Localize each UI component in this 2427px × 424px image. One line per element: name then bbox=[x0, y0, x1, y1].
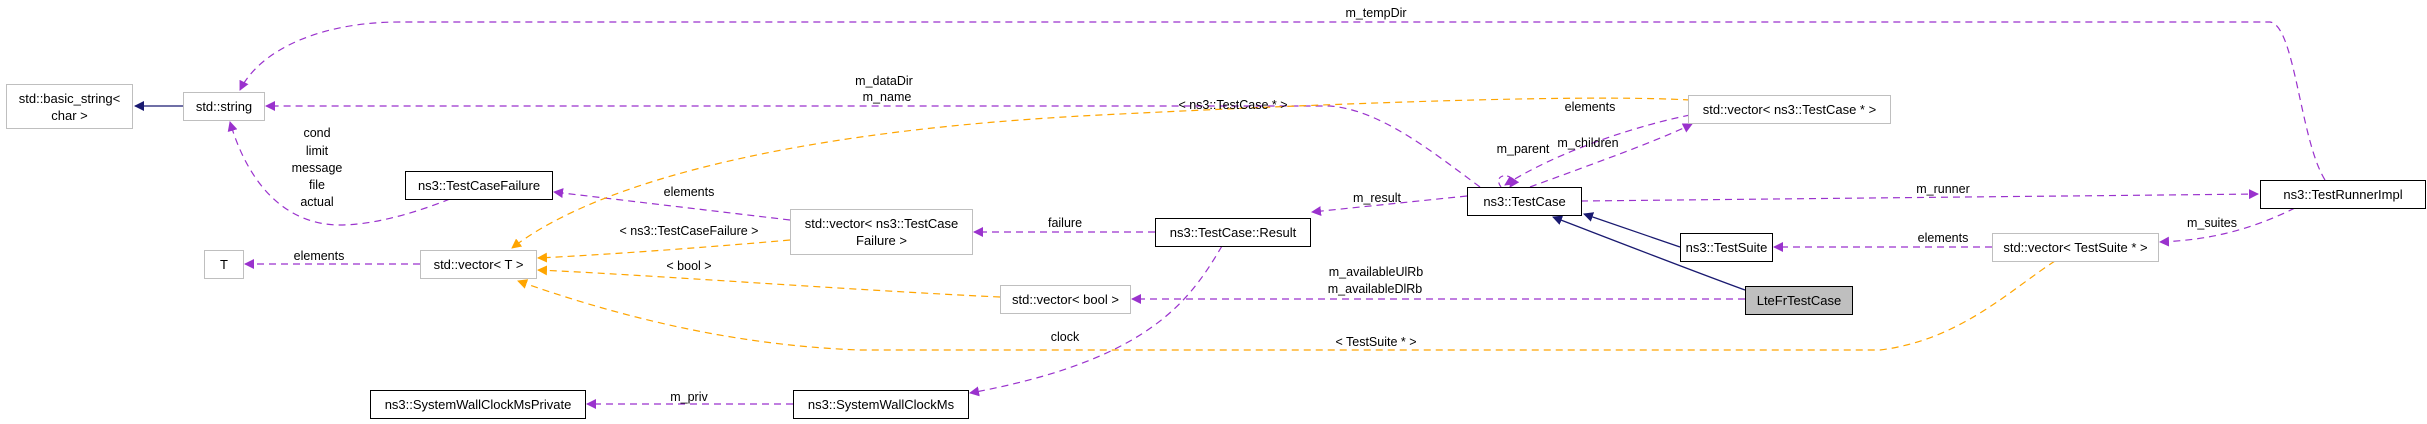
edge-vector-tc-template bbox=[511, 97, 1691, 249]
edge-vector-ts-template bbox=[517, 260, 2056, 351]
edge-result-clock bbox=[969, 245, 1223, 397]
edge-ltefr-inherits-testcase bbox=[1552, 215, 1746, 291]
node-label-line2: char > bbox=[51, 107, 88, 123]
edge-label-name: m_name bbox=[862, 90, 912, 104]
node-ltefrtestcase[interactable]: LteFrTestCase bbox=[1745, 286, 1853, 315]
edge-label-elements-ts: elements bbox=[1917, 231, 1969, 245]
node-label-line1: std::basic_string< bbox=[18, 90, 121, 106]
edge-label-testcase-ptr-template: < ns3::TestCase * > bbox=[1178, 98, 1288, 112]
node-T[interactable]: T bbox=[204, 250, 244, 279]
node-std-vector-bool[interactable]: std::vector< bool > bbox=[1000, 285, 1131, 314]
node-std-vector-T[interactable]: std::vector< T > bbox=[420, 250, 537, 279]
edge-testcase-result bbox=[1311, 195, 1468, 217]
edge-label-children: m_children bbox=[1557, 136, 1619, 150]
edge-runner-tempdir-string bbox=[239, 21, 2326, 181]
edge-vector-bool-template bbox=[537, 265, 1001, 298]
node-systemwallclockms-private[interactable]: ns3::SystemWallClockMsPrivate bbox=[370, 390, 586, 419]
edge-testcase-name-string bbox=[265, 101, 1481, 188]
edge-runner-suites bbox=[2159, 207, 2296, 247]
edge-label-priv: m_priv bbox=[670, 390, 708, 404]
edge-label-dl-rb: m_availableDlRb bbox=[1327, 282, 1423, 296]
edge-vector-tc-elements-testcase bbox=[1504, 114, 1691, 186]
edge-label-failure: failure bbox=[1047, 216, 1083, 230]
edge-label-message: message bbox=[291, 161, 343, 175]
edge-label-testsuite-template: < TestSuite * > bbox=[1335, 335, 1417, 349]
edge-label-suites: m_suites bbox=[2186, 216, 2238, 230]
node-testrunnerimpl[interactable]: ns3::TestRunnerImpl bbox=[2260, 180, 2426, 209]
node-label-line1: std::vector< ns3::TestCase bbox=[804, 216, 959, 231]
edge-label-runner: m_runner bbox=[1916, 182, 1970, 196]
edge-label-result: m_result bbox=[1353, 191, 1401, 205]
node-systemwallclockms[interactable]: ns3::SystemWallClockMs bbox=[793, 390, 969, 419]
node-std-basic-string[interactable]: std::basic_string< char > bbox=[6, 84, 133, 129]
node-label-line2: Failure > bbox=[856, 233, 907, 248]
edge-testcase-runner bbox=[1580, 189, 2259, 202]
node-testcase-result[interactable]: ns3::TestCase::Result bbox=[1155, 218, 1311, 247]
edge-label-bool-template: < bool > bbox=[666, 259, 712, 273]
edge-label-ul-rb: m_availableUlRb bbox=[1328, 265, 1424, 279]
edge-vector-tcf-elements-tcf bbox=[553, 188, 791, 221]
edge-label-parent: m_parent bbox=[1496, 142, 1550, 156]
edge-label-file: file bbox=[309, 178, 325, 192]
edge-label-elements-tcf: elements bbox=[663, 185, 715, 199]
edge-label-tcf-template: < ns3::TestCaseFailure > bbox=[619, 224, 759, 238]
node-testcasefailure[interactable]: ns3::TestCaseFailure bbox=[405, 171, 553, 200]
edge-label-elements-T: elements bbox=[293, 249, 345, 263]
edge-label-datadir: m_dataDir bbox=[855, 74, 913, 88]
edge-testcase-children bbox=[1529, 123, 1693, 188]
node-std-string[interactable]: std::string bbox=[183, 92, 265, 121]
node-std-vector-testsuite-ptr[interactable]: std::vector< TestSuite * > bbox=[1992, 233, 2159, 262]
edge-label-cond: cond bbox=[303, 126, 331, 140]
node-testsuite[interactable]: ns3::TestSuite bbox=[1680, 233, 1773, 262]
edge-label-tempdir: m_tempDir bbox=[1345, 6, 1407, 20]
edge-label-limit: limit bbox=[305, 144, 329, 158]
edge-label-actual: actual bbox=[300, 195, 334, 209]
edge-label-elements-tc: elements bbox=[1564, 100, 1616, 114]
edge-label-clock: clock bbox=[1050, 330, 1080, 344]
node-testcase[interactable]: ns3::TestCase bbox=[1467, 187, 1582, 216]
node-std-vector-testcase-ptr[interactable]: std::vector< ns3::TestCase * > bbox=[1688, 95, 1891, 124]
edge-testsuite-inherits-testcase bbox=[1583, 212, 1681, 248]
node-std-vector-testcasefailure[interactable]: std::vector< ns3::TestCase Failure > bbox=[790, 209, 973, 255]
edge-vector-tcf-template bbox=[537, 239, 791, 263]
